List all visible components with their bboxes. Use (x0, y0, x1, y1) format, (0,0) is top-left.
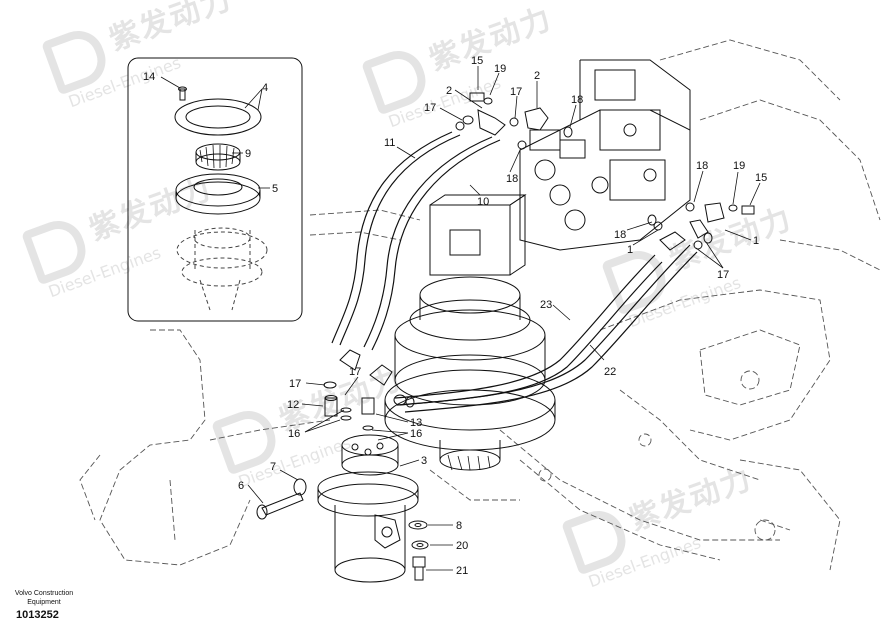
callout-12: 12 (287, 399, 299, 411)
callout-7: 7 (270, 461, 276, 473)
callout-6: 6 (238, 480, 244, 492)
center-swivel-joint (317, 434, 419, 583)
bolt-stack-8-20-21 (408, 520, 429, 581)
callout-18: 18 (614, 229, 626, 241)
callout-20: 20 (456, 540, 468, 552)
diagram-part-number: 1013252 (16, 609, 59, 621)
callout-21: 21 (456, 565, 468, 577)
right-fittings (647, 202, 755, 251)
callout-17: 17 (510, 86, 522, 98)
inset-detail-box (127, 57, 303, 322)
manufacturer-line-2: Equipment (27, 599, 61, 606)
callout-5: 5 (272, 183, 278, 195)
hose-22-23 (394, 244, 698, 413)
inset-bearing-parts (174, 86, 268, 311)
callout-18: 18 (571, 94, 583, 106)
callout-18: 18 (506, 173, 518, 185)
bolt-6-washer-7 (256, 478, 307, 520)
manufacturer-line-1: Volvo Construction (14, 590, 74, 597)
swing-motor (384, 194, 556, 471)
callout-2: 2 (446, 85, 452, 97)
callout-labels: 14 4 9 5 15 19 17 2 2 17 18 11 18 10 18 … (143, 55, 767, 577)
callout-4: 4 (262, 82, 268, 94)
callout-17: 17 (717, 269, 729, 281)
upper-fittings (455, 92, 573, 150)
callout-16: 16 (288, 428, 300, 440)
control-valve-block (519, 59, 691, 251)
callout-19: 19 (733, 160, 745, 172)
manufacturer-caption: Volvo Construction Equipment (14, 589, 74, 607)
callout-19: 19 (494, 63, 506, 75)
callout-17: 17 (289, 378, 301, 390)
callout-18: 18 (696, 160, 708, 172)
callout-17: 17 (424, 102, 436, 114)
callout-1: 1 (753, 235, 759, 247)
callout-11: 11 (384, 137, 395, 149)
swivel-fittings (323, 349, 415, 431)
callout-16: 16 (410, 428, 422, 440)
callout-15: 15 (755, 172, 767, 184)
callout-3: 3 (421, 455, 427, 467)
callout-2: 2 (534, 70, 540, 82)
callout-22: 22 (604, 366, 616, 378)
callout-1: 1 (627, 244, 633, 256)
callout-9: 9 (245, 148, 251, 160)
callout-23: 23 (540, 299, 552, 311)
callout-15: 15 (471, 55, 483, 67)
callout-14: 14 (143, 71, 155, 83)
callout-8: 8 (456, 520, 462, 532)
callout-17: 17 (349, 366, 361, 378)
callout-13: 13 (410, 417, 422, 429)
machine-frame-outline (79, 39, 881, 571)
callout-leader-lines (160, 66, 761, 571)
callout-10: 10 (477, 196, 489, 208)
